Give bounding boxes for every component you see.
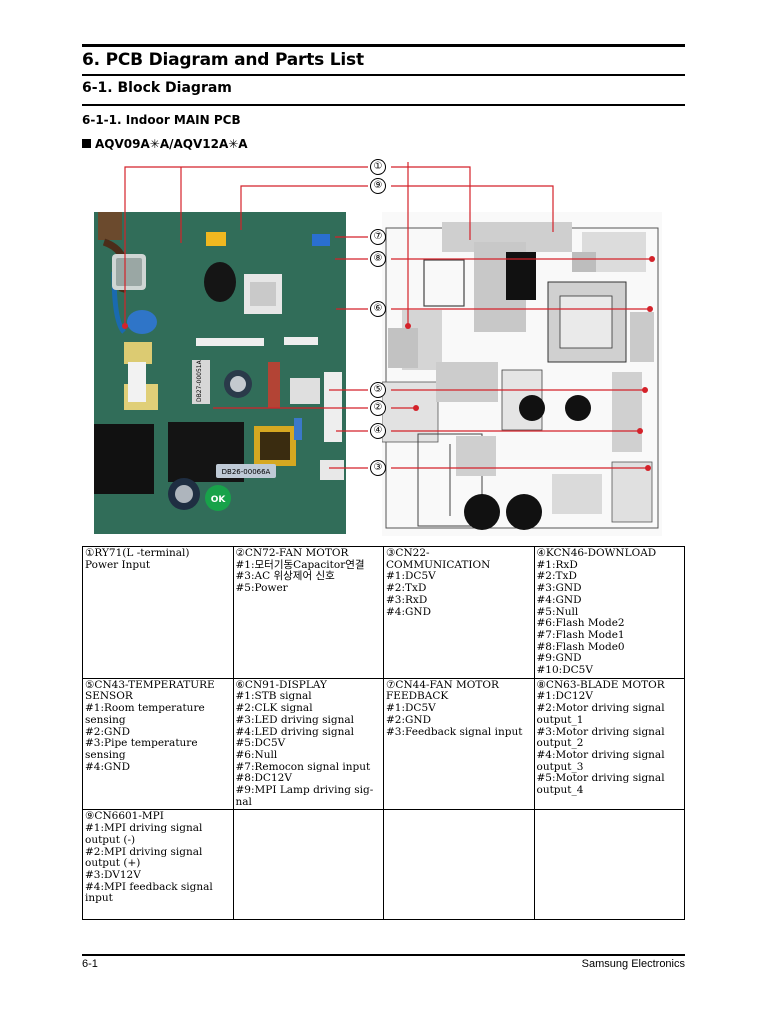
- table-cell: ③CN22-COMMUNICATION#1:DC5V#2:TxD#3:RxD#4…: [383, 546, 535, 679]
- table-cell: ⑦CN44-FAN MOTOR FEEDBACK#1:DC5V#2:GND#3:…: [383, 677, 535, 811]
- pin-description: #2:GND: [85, 725, 131, 738]
- square-bullet-icon: [82, 139, 91, 148]
- callout-6: ⑥: [370, 301, 386, 317]
- title-rule: [82, 74, 685, 76]
- section-title: 6-1. Block Diagram: [82, 80, 232, 96]
- pin-description: #5:DC5V: [235, 737, 286, 750]
- pin-description: #1:Room temperature sensing: [85, 702, 205, 726]
- pin-description: #1:STB signal: [235, 690, 312, 703]
- pin-description: #4:LED driving signal: [235, 725, 354, 738]
- pin-description: #2:MPI driving signal output (+): [85, 845, 203, 870]
- pcb-photo: DB26-00066A DB27-00051A OK: [94, 212, 346, 534]
- pin-description: #1:DC5V: [386, 702, 436, 715]
- pin-description: #3:Pipe temperature sensing: [85, 737, 198, 761]
- callout-8: ⑧: [370, 251, 386, 267]
- pin-description: #3:Feedback signal input: [386, 725, 523, 738]
- callout-4: ④: [370, 423, 386, 439]
- ok-sticker-label: OK: [211, 495, 227, 505]
- model-text: AQV09A✳A/AQV12A✳A: [95, 137, 248, 151]
- table-cell: ⑨CN6601-MPI#1:MPI driving signal output …: [82, 809, 234, 921]
- connector-title: ⑧CN63-BLADE MOTOR: [536, 678, 665, 691]
- pin-description: #7:Flash Mode1: [536, 628, 625, 641]
- table-cell: ⑤CN43-TEMPERATURE SENSOR#1:Room temperat…: [82, 677, 234, 811]
- table-cell: [533, 809, 685, 921]
- top-rule: [82, 44, 685, 47]
- table-cell: [383, 809, 535, 921]
- pin-description: #3:GND: [536, 582, 582, 595]
- pin-description: #5:Motor driving signal output_4: [536, 772, 665, 797]
- pin-description: #2:TxD: [386, 582, 427, 595]
- pin-description: #5:Power: [235, 582, 288, 595]
- table-cell: ②CN72-FAN MOTOR#1:모터기동Capacitor연결#3:AC 위…: [232, 546, 384, 679]
- callout-1: ①: [370, 159, 386, 175]
- connector-title: ⑤CN43-TEMPERATURE SENSOR: [85, 678, 215, 703]
- pcb-layout-drawing: [382, 212, 662, 536]
- pin-description: #2:TxD: [536, 570, 577, 583]
- pin-description: #9:MPI Lamp driving sig-nal: [235, 784, 374, 808]
- callout-9: ⑨: [370, 178, 386, 194]
- footer-rule: [82, 954, 685, 956]
- pin-description: #1:MPI driving signal output (-): [85, 822, 203, 846]
- callout-3: ③: [370, 460, 386, 476]
- pin-description: #7:Remocon signal input: [235, 760, 371, 773]
- connector-title: ⑦CN44-FAN MOTOR FEEDBACK: [386, 678, 499, 703]
- pin-description: #4:Motor driving signal output_3: [536, 748, 665, 773]
- pin-description: #4:GND: [536, 593, 582, 606]
- table-row: ⑤CN43-TEMPERATURE SENSOR#1:Room temperat…: [82, 677, 685, 811]
- pin-description: #3:LED driving signal: [235, 713, 354, 726]
- part-number-label-1: DB27-00051A: [196, 359, 203, 402]
- pin-description: #6:Null: [235, 748, 278, 761]
- connector-title: ④KCN46-DOWNLOAD: [536, 547, 657, 559]
- pin-description: #1:모터기동Capacitor연결: [235, 558, 365, 571]
- subsection-title: 6-1-1. Indoor MAIN PCB: [82, 113, 241, 127]
- connector-title: ⑨CN6601-MPI: [85, 810, 164, 823]
- pin-description: #3:DV12V: [85, 868, 141, 881]
- pin-description: #1:DC5V: [386, 570, 436, 583]
- pin-description: #3:RxD: [386, 593, 428, 606]
- pin-description: #4:MPI feedback signal input: [85, 880, 213, 905]
- callout-7: ⑦: [370, 229, 386, 245]
- pin-description: #8:Flash Mode0: [536, 640, 625, 653]
- subtitle-rule: [82, 104, 685, 106]
- callout-2: ②: [370, 400, 386, 416]
- connector-title: ③CN22-COMMUNICATION: [386, 547, 491, 571]
- callout-5: ⑤: [370, 382, 386, 398]
- pin-description: #4:GND: [386, 605, 432, 618]
- pin-description: #2:CLK signal: [235, 702, 313, 715]
- pin-description: #5:Null: [536, 605, 579, 618]
- pin-description: #4:GND: [85, 760, 131, 773]
- connector-title: ⑥CN91-DISPLAY: [235, 678, 327, 691]
- table-cell: ⑥CN91-DISPLAY#1:STB signal#2:CLK signal#…: [232, 677, 384, 811]
- model-heading: AQV09A✳A/AQV12A✳A: [82, 137, 248, 151]
- pin-description: #10:DC5V: [536, 664, 593, 677]
- pin-description: #1:RxD: [536, 558, 578, 571]
- pin-description: #3:Motor driving signal output_2: [536, 725, 665, 750]
- pcb-photo-drawing: DB26-00066A DB27-00051A OK: [94, 212, 346, 534]
- company-name: Samsung Electronics: [581, 958, 685, 970]
- pin-description: #6:Flash Mode2: [536, 617, 625, 630]
- pin-description: #2:GND: [386, 713, 432, 726]
- pin-description: Power Input: [85, 558, 151, 571]
- page-number: 6-1: [82, 958, 98, 970]
- table-cell: ⑧CN63-BLADE MOTOR#1:DC12V#2:Motor drivin…: [533, 677, 685, 811]
- table-row: ⑨CN6601-MPI#1:MPI driving signal output …: [82, 809, 685, 921]
- part-number-label-2: DB26-00066A: [222, 468, 271, 476]
- pin-description: #9:GND: [536, 652, 582, 665]
- pin-description: #3:AC 위상제어 신호: [235, 570, 335, 583]
- connector-title: ①RY71(L -terminal): [85, 547, 190, 559]
- table-cell: ④KCN46-DOWNLOAD#1:RxD#2:TxD#3:GND#4:GND#…: [533, 546, 685, 679]
- pin-description: #2:Motor driving signal output_1: [536, 702, 665, 726]
- pin-description: #8:DC12V: [235, 772, 292, 785]
- table-cell: [232, 809, 384, 921]
- pin-description: #1:DC12V: [536, 690, 593, 703]
- connector-title: ②CN72-FAN MOTOR: [235, 547, 349, 559]
- page-title: 6. PCB Diagram and Parts List: [82, 50, 364, 70]
- table-cell: ①RY71(L -terminal) Power Input: [82, 546, 234, 679]
- pcb-silkscreen-layout: [382, 212, 662, 536]
